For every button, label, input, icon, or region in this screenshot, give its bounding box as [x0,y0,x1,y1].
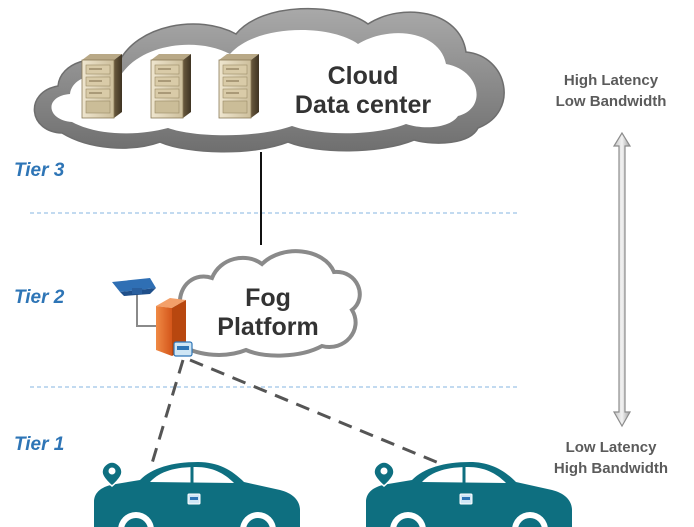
fog-car-link-right [189,358,447,468]
high-latency-line1: High Latency [563,72,659,89]
fog-car-link-left [148,359,185,471]
low-latency-line2: High Bandwidth [553,460,669,477]
high-latency-line2: Low Bandwidth [555,93,667,110]
low-latency-label: Low Latency High Bandwidth [526,437,694,479]
low-latency-line1: Low Latency [565,439,657,456]
fog-label-line2: Platform [217,312,319,341]
surveillance-camera-icon [112,278,161,327]
server-rack-icon [81,53,123,119]
tier-2-label: Tier 2 [14,287,65,308]
cloud-label-line2: Data center [294,90,432,119]
fog-cloud [162,249,362,358]
server-rack-icon [150,53,192,119]
cloud-label: Cloud Data center [278,62,448,120]
tier-3-label: Tier 3 [14,160,65,181]
high-latency-label: High Latency Low Bandwidth [526,70,694,112]
fog-label: Fog Platform [198,284,338,342]
tier-1-label: Tier 1 [14,434,65,455]
fog-label-line1: Fog [245,284,291,312]
connected-car-icon [92,460,302,527]
latency-bandwidth-arrow [612,131,632,428]
cloud-label-line1: Cloud [327,62,399,90]
server-rack-icon [218,53,260,119]
network-device-icon [173,341,193,357]
